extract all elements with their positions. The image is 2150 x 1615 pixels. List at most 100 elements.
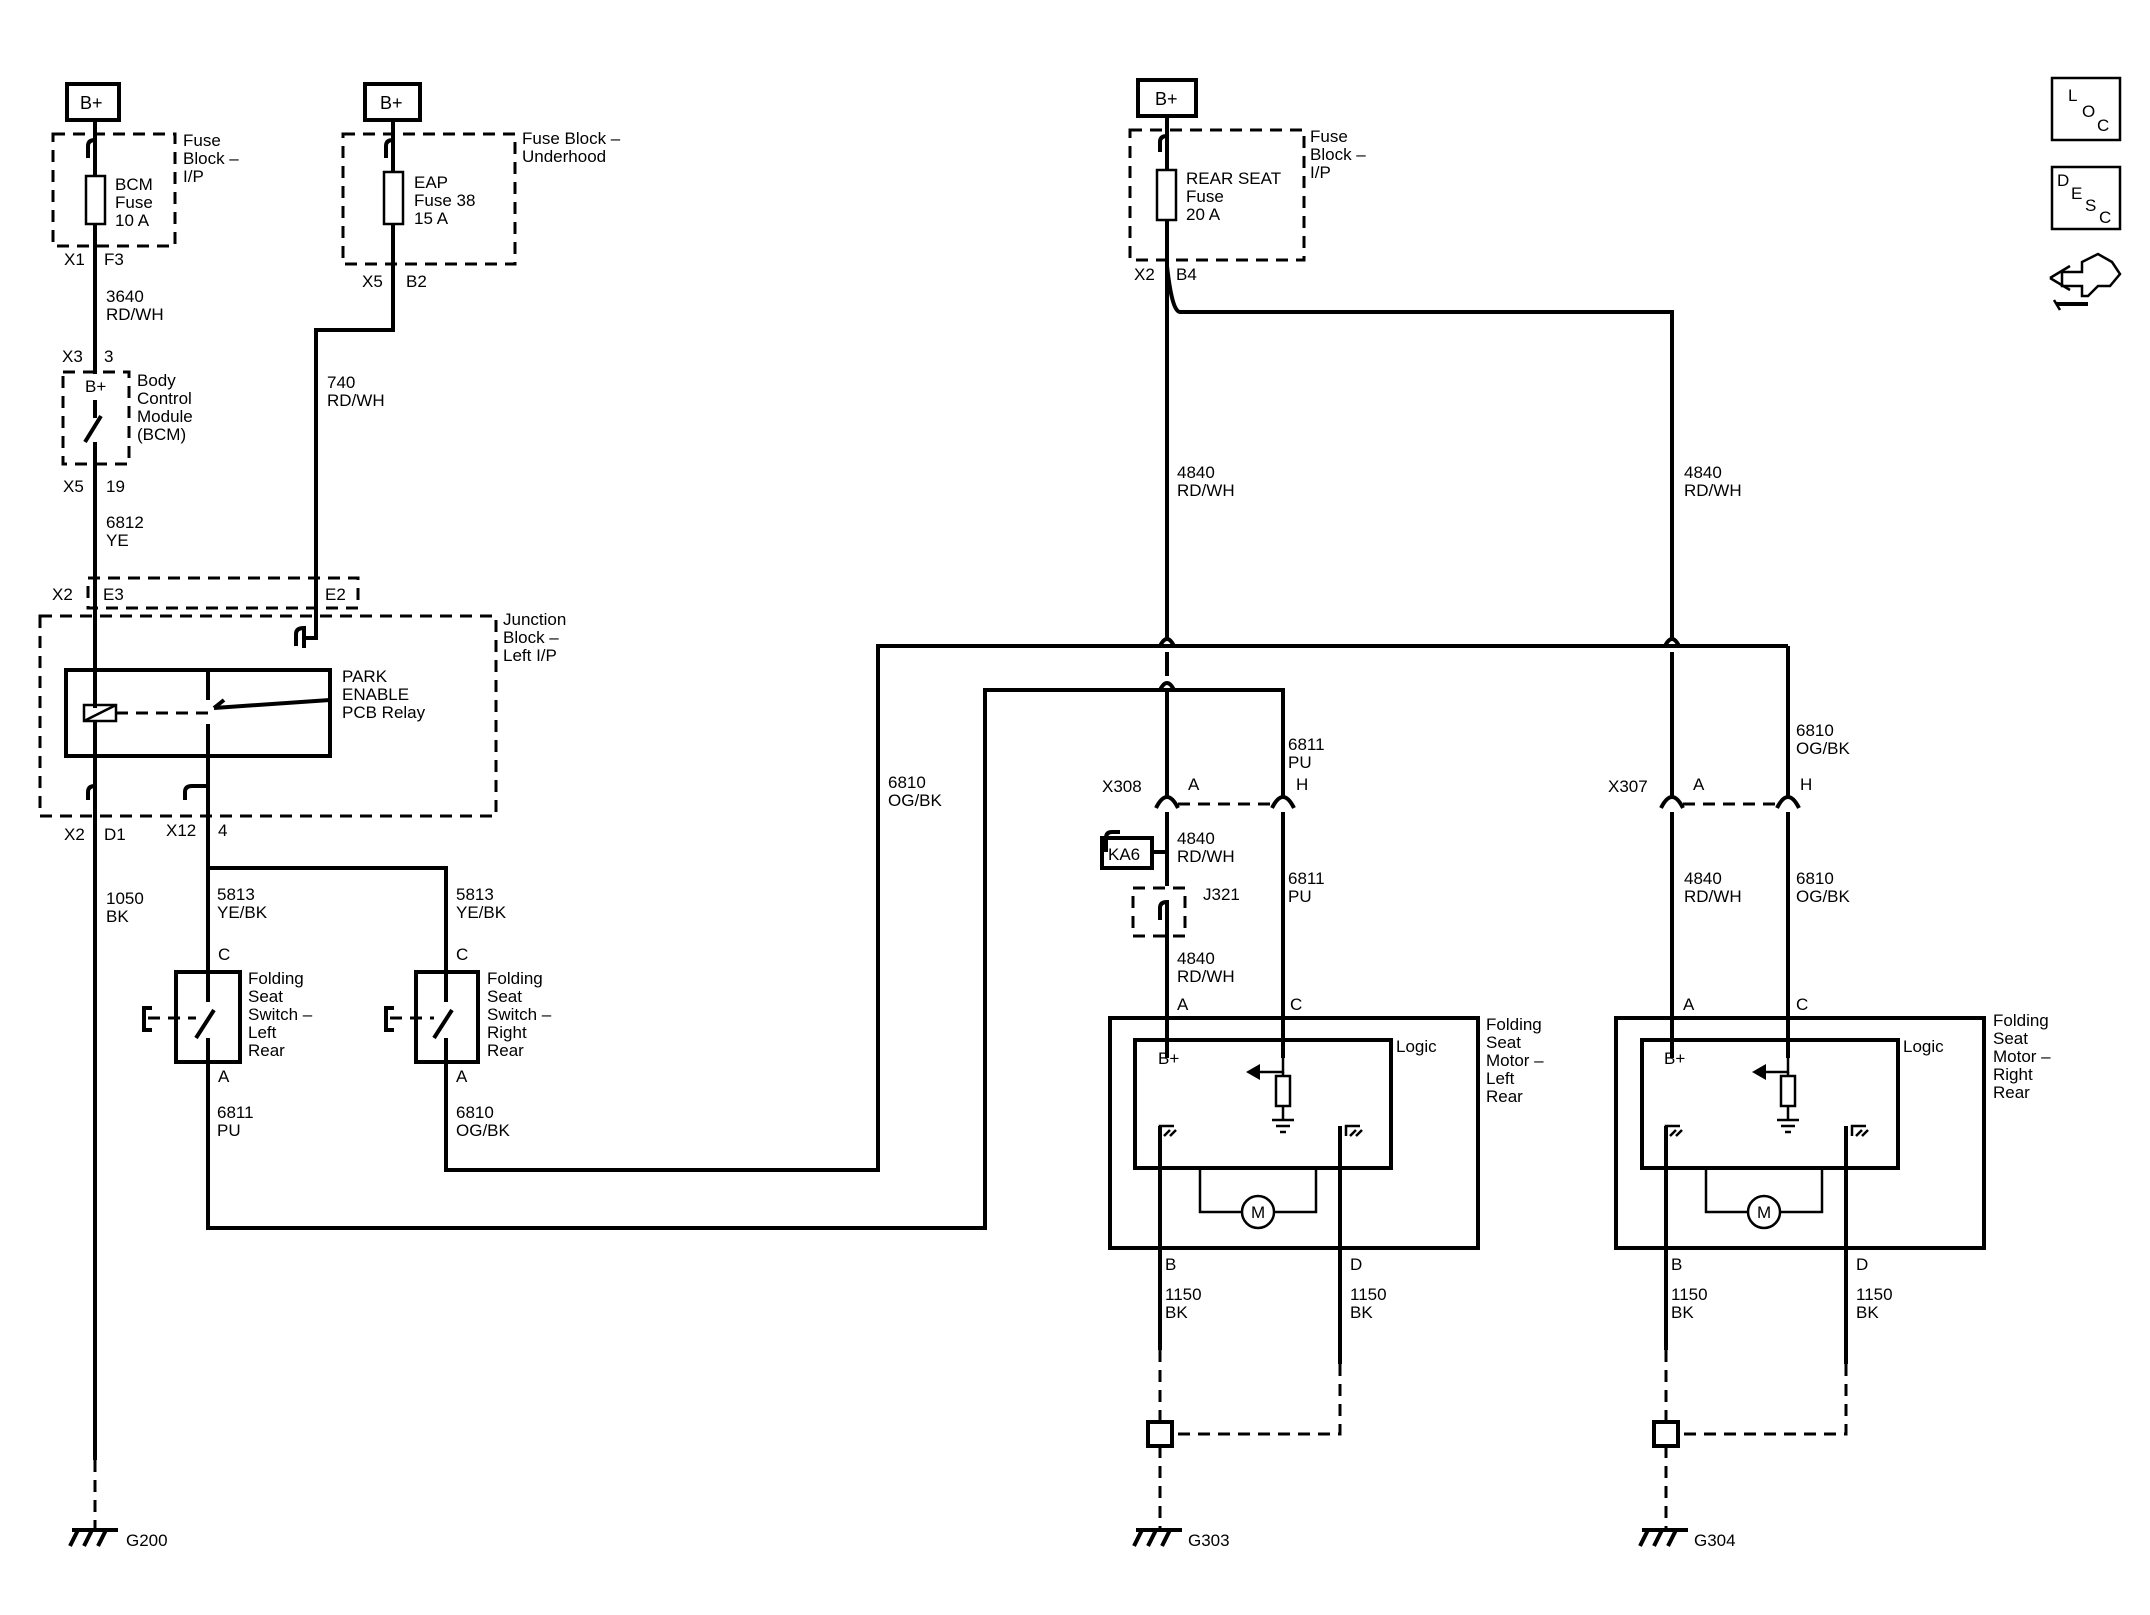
diagram-label: J321 [1203, 885, 1240, 904]
diagram-label: KA6 [1108, 845, 1140, 864]
diagram-label: 1150 [1671, 1285, 1708, 1304]
diagram-label: X307 [1608, 777, 1648, 796]
logic-resistor-icon [1779, 1074, 1797, 1108]
diagram-label: B+ [1155, 89, 1178, 109]
diagram-label: 6811 [217, 1103, 254, 1122]
diagram-label: G200 [126, 1531, 168, 1550]
diagram-label: M [1757, 1203, 1771, 1222]
connector-x307-icon [1659, 795, 1801, 809]
wire-6810-switch [444, 644, 1788, 1172]
junction-connector-x2-outline [86, 576, 360, 610]
logic-chassis-ground-b-icon [1158, 1124, 1177, 1137]
diagram-label: C [456, 945, 468, 964]
diagram-label: X2 [1134, 265, 1155, 284]
wire-1150-left [1158, 1248, 1342, 1364]
diagram-label: Switch – [487, 1005, 552, 1024]
wire-1150-right [1664, 1248, 1848, 1364]
loc-button[interactable]: L O C [2050, 76, 2122, 142]
bcm-fuse-icon [84, 174, 107, 226]
desc-button[interactable]: D E S C [2050, 165, 2122, 231]
diagram-label: 20 A [1186, 205, 1221, 224]
motor-icon-right [1746, 1194, 1782, 1230]
diagram-label: Fuse [1310, 127, 1348, 146]
diagram-label: OG/BK [1796, 887, 1851, 906]
diagram-label: PARK [342, 667, 388, 686]
diagram-label: OG/BK [456, 1121, 511, 1140]
desc-letter-s: S [2085, 196, 2096, 215]
diagram-label: REAR SEAT [1186, 169, 1281, 188]
diagram-label: X2 [64, 825, 85, 844]
diagram-label: OG/BK [888, 791, 943, 810]
diagram-label: YE/BK [217, 903, 268, 922]
diagram-label: B+ [80, 93, 103, 113]
diagram-label: 6811 [1288, 869, 1325, 888]
diagram-label: Left [1486, 1069, 1515, 1088]
diagram-label: BK [1856, 1303, 1879, 1322]
diagram-label: ENABLE [342, 685, 409, 704]
logic-box-left [1133, 1038, 1393, 1170]
diagram-label: H [1296, 775, 1308, 794]
diagram-label: B+ [1664, 1049, 1685, 1068]
diagram-label: Block – [1310, 145, 1366, 164]
wire-4840-right-trunk [1165, 265, 1674, 796]
diagram-label: RD/WH [327, 391, 385, 410]
diagram-label: D [1350, 1255, 1362, 1274]
diagram-label: 10 A [115, 211, 150, 230]
diagram-label: E2 [325, 585, 346, 604]
diagram-label: 4840 [1684, 463, 1722, 482]
diagram-label: B2 [406, 272, 427, 291]
diagram-label: 6810 [888, 773, 926, 792]
junction-block-outline [38, 614, 498, 818]
diagram-label: BK [1165, 1303, 1188, 1322]
diagram-label: 1150 [1856, 1285, 1893, 1304]
diagram-label: Folding [1486, 1015, 1542, 1034]
diagram-label: Rear [487, 1041, 524, 1060]
diagram-label: Block – [183, 149, 239, 168]
wire-6811-switch [206, 688, 1168, 1230]
diagram-label: Right [1993, 1065, 2033, 1084]
diagram-label: RD/WH [106, 305, 164, 324]
diagram-label: B [1165, 1255, 1176, 1274]
diagram-label: 4840 [1177, 463, 1215, 482]
logic-ground-icon [1272, 1106, 1294, 1134]
diagram-label: Rear [1486, 1087, 1523, 1106]
diagram-label: Right [487, 1023, 527, 1042]
diagram-label: X308 [1102, 777, 1142, 796]
diagram-label: Underhood [522, 147, 606, 166]
connector-view-icon[interactable] [2049, 252, 2122, 311]
diagram-label: Block – [503, 628, 559, 647]
loc-letter-c: C [2097, 116, 2109, 135]
wire-5813-right [206, 792, 448, 980]
diagram-label: Fuse [1186, 187, 1224, 206]
motor-icon-left [1240, 1194, 1276, 1230]
diagram-label: Seat [248, 987, 283, 1006]
diagram-label: 4840 [1177, 829, 1215, 848]
diagram-label: Fuse [115, 193, 153, 212]
diagram-label: B+ [85, 377, 106, 396]
diagram-label: PU [1288, 887, 1312, 906]
desc-letter-c: C [2099, 208, 2111, 227]
diagram-label: C [1290, 995, 1302, 1014]
logic-ground-icon [1777, 1106, 1799, 1134]
logic-chassis-ground-d-icon [1344, 1124, 1363, 1137]
diagram-label: 6812 [106, 513, 144, 532]
diagram-label: Rear [248, 1041, 285, 1060]
diagram-label: X2 [52, 585, 73, 604]
diagram-label: Folding [1993, 1011, 2049, 1030]
folding-seat-motor-right [1614, 1016, 1986, 1250]
diagram-label: 4840 [1684, 869, 1722, 888]
diagram-label: PU [1288, 753, 1312, 772]
diagram-label: I/P [1310, 163, 1331, 182]
diagram-label: Switch – [248, 1005, 313, 1024]
diagram-label: A [1693, 775, 1705, 794]
logic-resistor-icon [1274, 1074, 1292, 1108]
diagram-label: 15 A [414, 209, 449, 228]
diagram-label: A [456, 1067, 468, 1086]
fuse-block-ip-rear-outline [1128, 128, 1306, 262]
diagram-label: Motor – [1486, 1051, 1544, 1070]
logic-box-right [1640, 1038, 1900, 1170]
diagram-label: Left [248, 1023, 277, 1042]
diagram-label: 5813 [456, 885, 494, 904]
diagram-label: B+ [380, 93, 403, 113]
battery-bcm: B+ [65, 82, 121, 122]
